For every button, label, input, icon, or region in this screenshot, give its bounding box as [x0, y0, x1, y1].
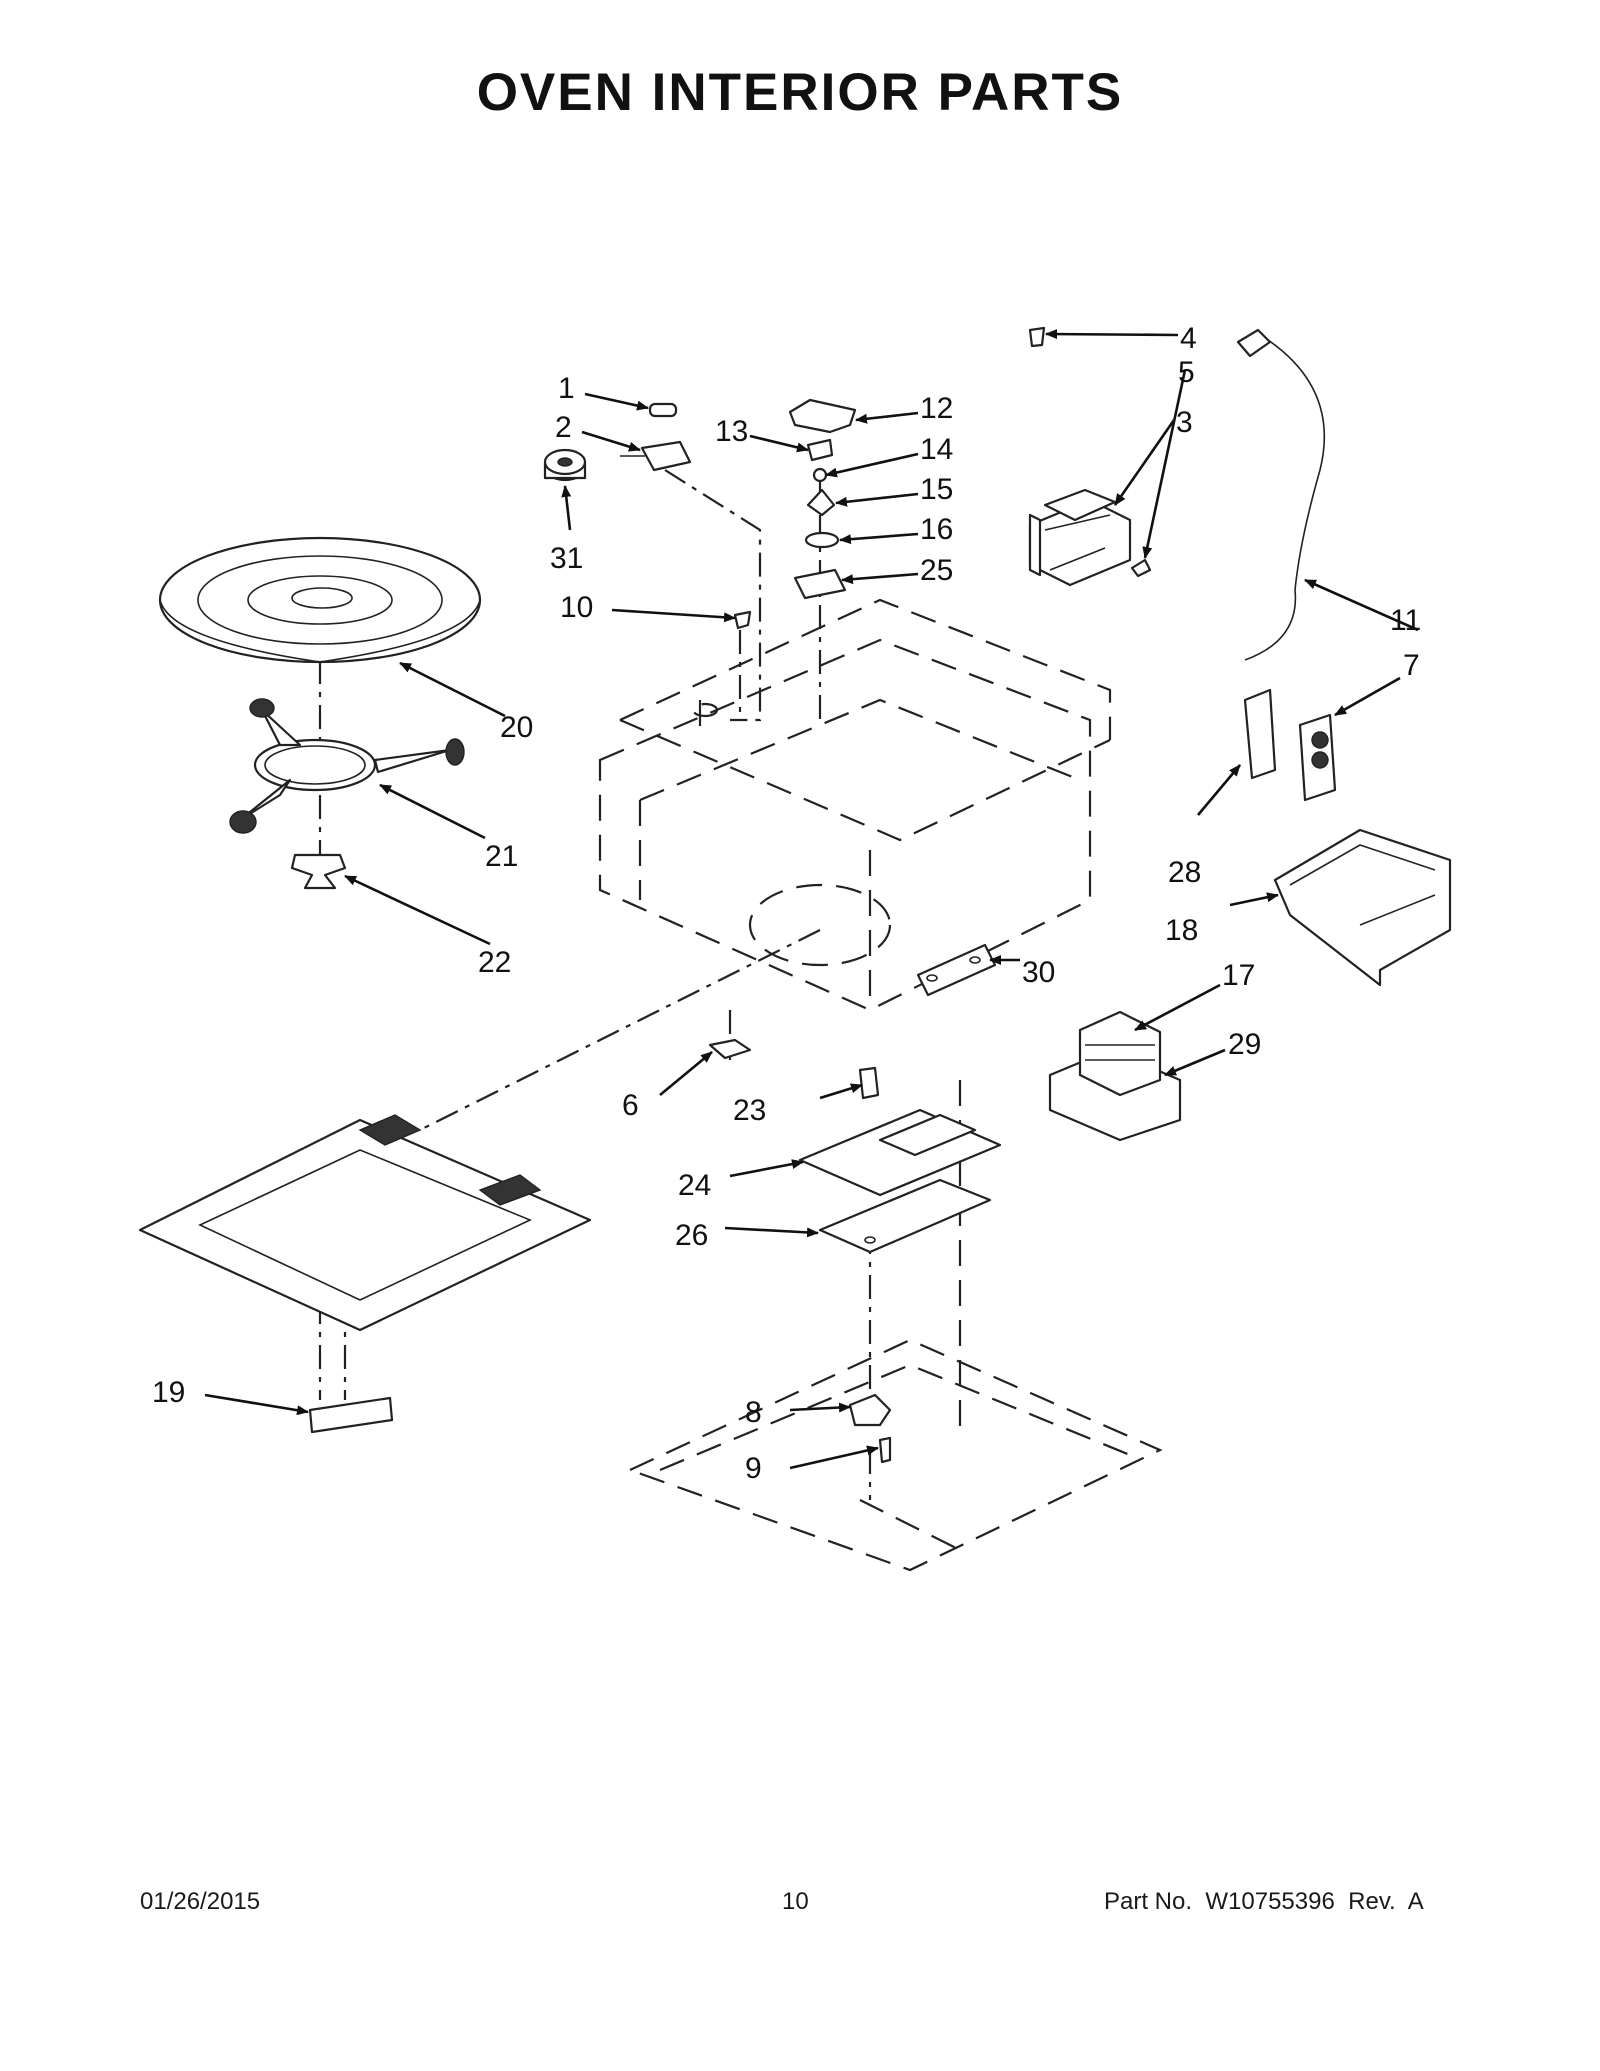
callout-19: 19	[152, 1376, 185, 1409]
turntable-motor	[848, 1393, 892, 1464]
power-cord	[1236, 328, 1326, 661]
callout-4: 4	[1180, 322, 1197, 355]
callout-21: 21	[485, 840, 518, 873]
high-voltage-module	[1048, 1010, 1182, 1142]
callout-3: 3	[1176, 406, 1193, 439]
thermal-fuse	[620, 402, 692, 472]
turntable-coupler	[290, 853, 347, 890]
lamp-assembly	[788, 398, 857, 600]
roller-support-ring	[229, 698, 465, 834]
callout-5: 5	[1178, 356, 1195, 389]
callout-10: 10	[560, 591, 593, 624]
callout-14: 14	[920, 433, 953, 466]
high-voltage-transformer	[1028, 326, 1152, 587]
footer-date: 01/26/2015	[140, 1888, 261, 1915]
callout-22: 22	[478, 946, 511, 979]
motor-mount-plate	[798, 1066, 1002, 1254]
callout-31: 31	[550, 542, 583, 575]
callout-1: 1	[558, 372, 575, 405]
callout-17: 17	[1222, 959, 1255, 992]
callout-7: 7	[1403, 649, 1420, 682]
footer-part-number: Part No. W10755396 Rev. A	[1104, 1888, 1424, 1915]
oven-cavity-outline	[598, 598, 1112, 1012]
callout-18: 18	[1165, 914, 1198, 947]
callout-15: 15	[920, 473, 953, 506]
callout-23: 23	[733, 1094, 766, 1127]
callout-2: 2	[555, 411, 572, 444]
callout-labels: 1 2 3 4 5 6 7 8 9 10 11 12 13 14 15 16 1…	[152, 322, 1421, 1485]
callout-11: 11	[1390, 604, 1421, 637]
callout-29: 29	[1228, 1028, 1261, 1061]
callout-24: 24	[678, 1169, 711, 1202]
callout-26: 26	[675, 1219, 708, 1252]
callout-28: 28	[1168, 856, 1201, 889]
callout-arrows	[204, 329, 1419, 1470]
callout-16: 16	[920, 513, 953, 546]
callout-30: 30	[1022, 956, 1055, 989]
spacer-ring	[543, 448, 587, 482]
component-cover	[1273, 828, 1452, 987]
callout-12: 12	[920, 392, 953, 425]
page-title: OVEN INTERIOR PARTS	[476, 63, 1124, 122]
gasket	[916, 943, 997, 997]
switch-bracket	[1243, 688, 1337, 802]
callout-20: 20	[500, 711, 533, 744]
mounting-bracket	[708, 1038, 752, 1060]
callout-9: 9	[745, 1452, 762, 1485]
turntable-glass-tray	[158, 536, 482, 664]
callout-25: 25	[920, 554, 953, 587]
footer-page-number: 10	[782, 1888, 809, 1915]
callout-6: 6	[622, 1089, 639, 1122]
base-shelf	[138, 1114, 592, 1434]
wire-clip	[733, 610, 752, 630]
callout-8: 8	[745, 1396, 762, 1429]
callout-13: 13	[715, 415, 748, 448]
